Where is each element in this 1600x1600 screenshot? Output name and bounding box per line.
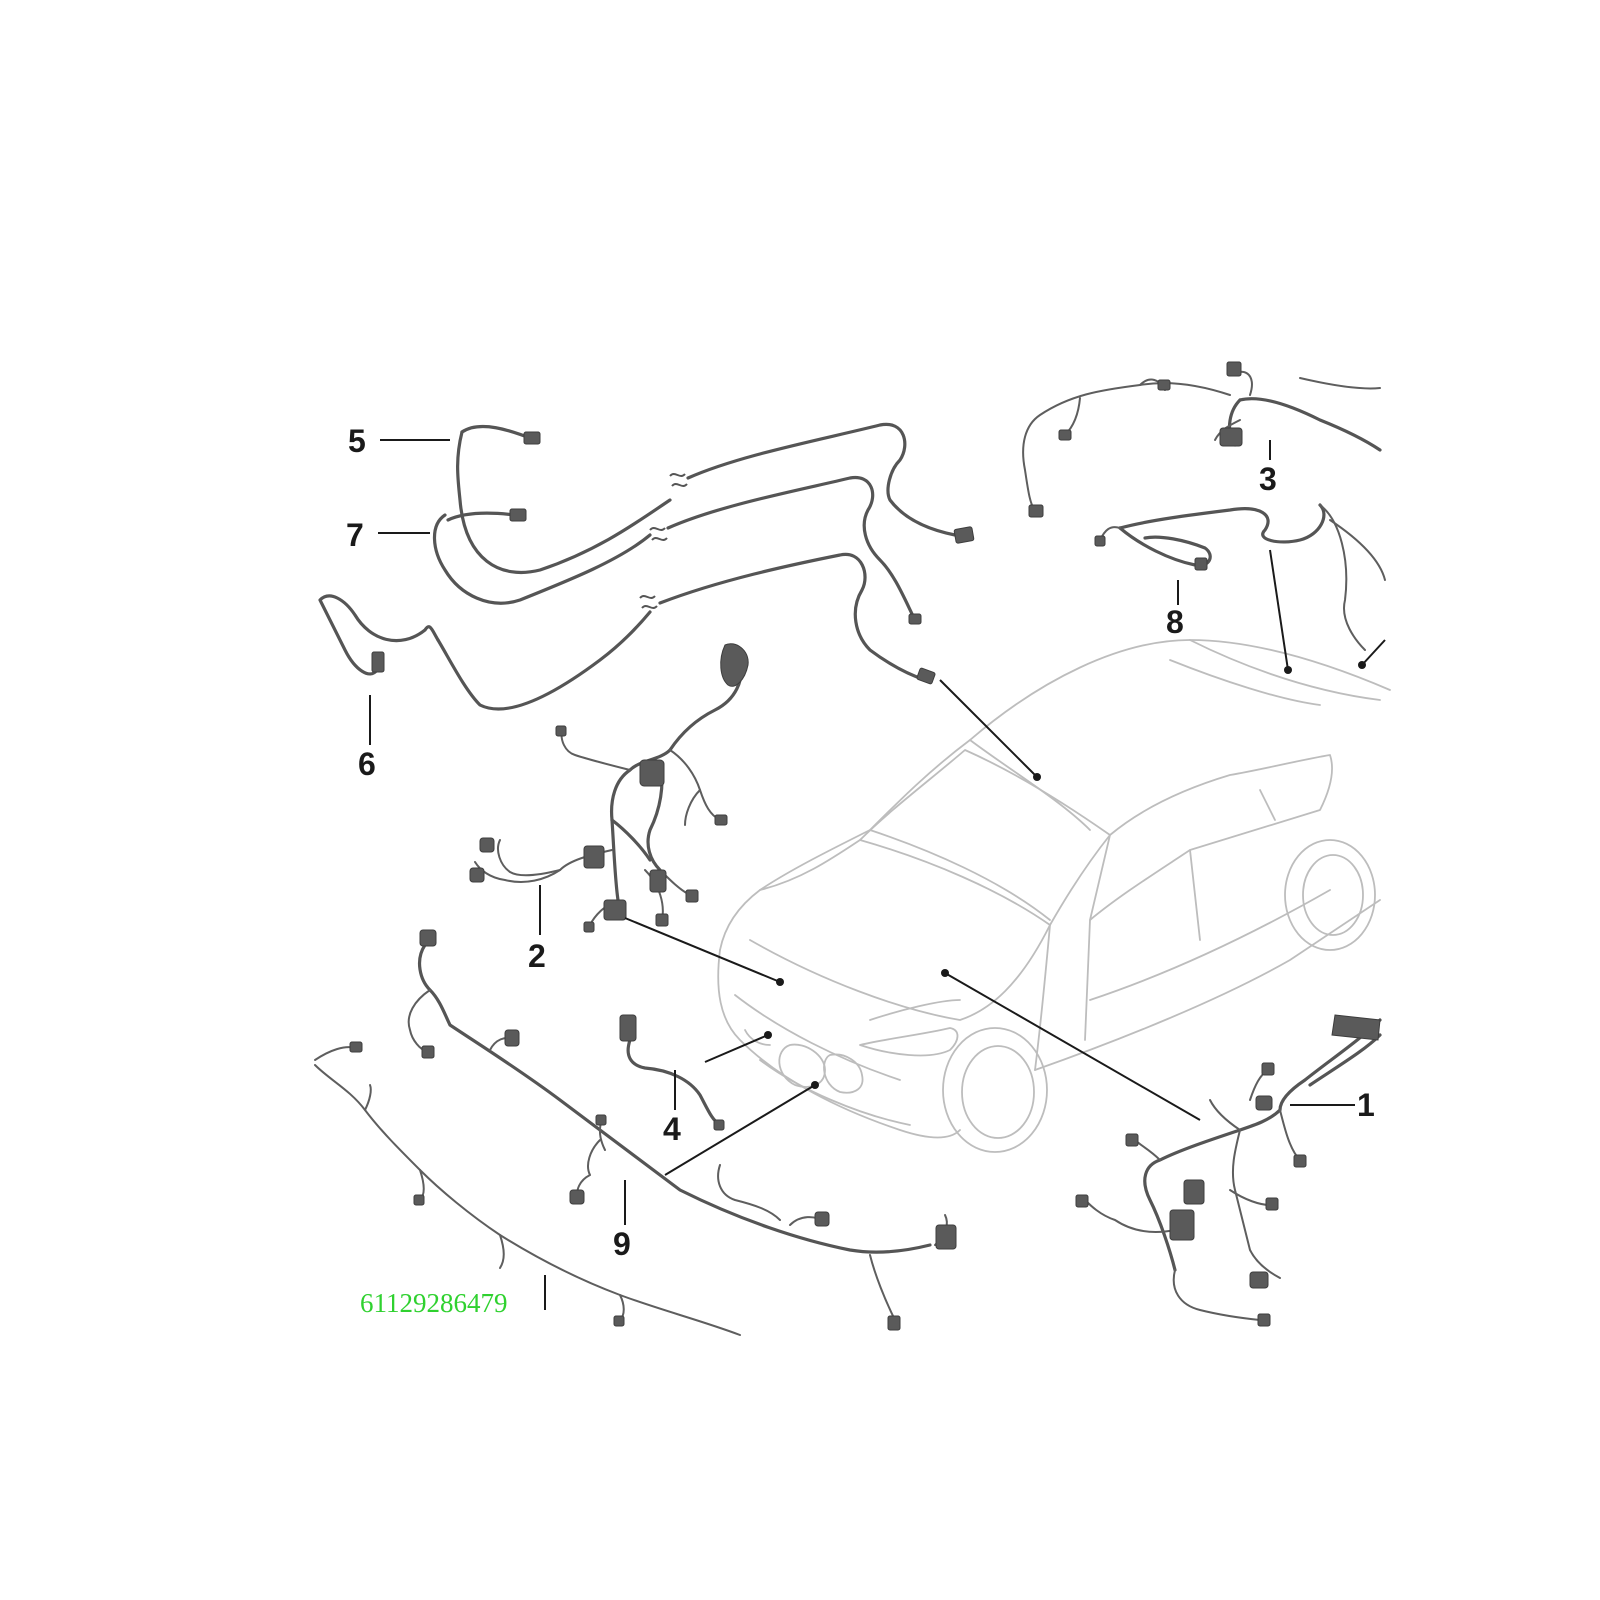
callout-3: 3: [1259, 461, 1277, 497]
harness-5: [456, 422, 975, 575]
callout-2: 2: [528, 938, 546, 974]
callout-8: 8: [1166, 604, 1184, 640]
harness-9: [407, 929, 957, 1331]
harness-1: [1075, 1014, 1382, 1327]
harness-7: [432, 476, 922, 625]
callout-9: 9: [613, 1226, 631, 1262]
harness-8: [1094, 503, 1386, 651]
callout-4: 4: [663, 1111, 681, 1147]
callout-labels: 5 7 6 2 4 9 1 3 8: [346, 423, 1375, 1262]
callout-6: 6: [358, 746, 376, 782]
harness-6: [318, 552, 936, 711]
harness-bumper-sensors: [314, 1041, 741, 1336]
part-number: 61129286479: [360, 1288, 508, 1318]
callout-7: 7: [346, 517, 364, 553]
leader-lines: [369, 439, 1386, 1310]
vehicle-outline: [717, 639, 1391, 1153]
callout-1: 1: [1357, 1087, 1375, 1123]
callout-5: 5: [348, 423, 366, 459]
harness-2: [469, 643, 749, 933]
harness-3: [1022, 361, 1382, 518]
harness-4: [619, 1014, 725, 1131]
